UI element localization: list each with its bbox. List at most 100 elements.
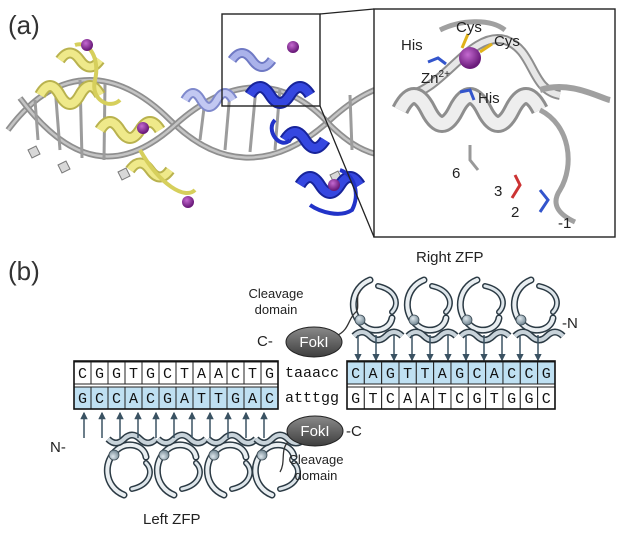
zinc-ion-5 [328,179,340,191]
bottom-left-base-base: C [146,391,155,408]
right-zfp-fingers [353,280,563,340]
foki-top-linker [335,291,361,337]
bottom-right-base-base: G [472,391,481,408]
panel-b-label: (b) [8,256,40,286]
dna-top-spacer: taaacc [285,365,339,382]
right-zfp-contact-arrows [354,335,542,362]
top-left-base-base: T [248,366,257,383]
inset-zinc-ion [459,47,481,69]
bottom-right-base-base: C [455,391,464,408]
foki-bottom-domain [286,415,344,447]
foki-top-domain [285,326,343,358]
inset-label-his-left: His [401,37,423,54]
top-right-base-base: A [438,366,447,383]
zinc-ion-4 [287,41,299,53]
top-left-base-base: G [95,366,104,383]
c-terminus-top: C- [257,333,273,350]
top-right-base-base: C [472,366,481,383]
bottom-right-base-base: G [351,391,360,408]
inset-label-zinc-charge: 2+ [439,69,451,80]
zinc-ion-3 [182,196,194,208]
bottom-right-base-base: A [420,391,429,408]
c-terminus-bottom: -C [346,423,362,440]
top-right-base-base: C [507,366,516,383]
bottom-right-base-base: G [524,391,533,408]
foki-bottom-linker [279,441,289,473]
top-right-base-base: G [455,366,464,383]
left-zfp-fingers [107,435,304,495]
bottom-right-base-base: T [490,391,499,408]
zinc-ion-1 [81,39,93,51]
light-blue-zinc-finger [180,48,277,112]
inset-label-cys-top: Cys [456,19,482,36]
top-left-base-base: G [265,366,274,383]
top-left-base-base: A [197,366,206,383]
top-left-base-base: C [231,366,240,383]
top-left-base-base: C [78,366,87,383]
n-terminus-top: -N [562,315,578,332]
dna-left-block-outline [73,360,279,410]
bottom-left-base-base: A [248,391,257,408]
blue-zinc-finger-protein [244,81,366,216]
bottom-left-base-base: G [231,391,240,408]
inset-label-position-6: 6 [452,165,460,182]
top-right-base-base: G [386,366,395,383]
top-left-base-base: C [163,366,172,383]
bottom-right-base-base: C [386,391,395,408]
left-zfp-label: Left ZFP [143,511,201,528]
bottom-left-base-base: G [163,391,172,408]
bottom-right-base-base: G [507,391,516,408]
right-zfp-label: Right ZFP [416,249,484,266]
top-right-base-base: C [351,366,360,383]
bottom-right-base-base: A [403,391,412,408]
cleavage-domain-bottom-line2: domain [295,468,338,483]
top-left-base-base: T [180,366,189,383]
left-zfp-contact-arrows [80,411,268,438]
bottom-left-base-base: A [129,391,138,408]
foki-bottom-label: FokI [300,423,329,440]
inset-label-zinc: Zn2+ [421,69,450,87]
top-left-base-base: A [214,366,223,383]
top-left-base-base: G [112,366,121,383]
bottom-left-base-base: C [265,391,274,408]
inset-label-cys-right: Cys [494,33,520,50]
bottom-left-base-base: G [78,391,87,408]
dna-bottom-spacer: atttgg [285,390,339,407]
top-right-base-base: C [524,366,533,383]
inset-label-position-minus-1: -1 [558,215,571,232]
top-right-base-base: A [368,366,377,383]
bottom-left-base-base: T [197,391,206,408]
zoom-box [221,13,321,107]
top-right-base-base: T [403,366,412,383]
bottom-left-base-base: A [180,391,189,408]
top-right-base-base: A [490,366,499,383]
cleavage-domain-top-line1: Cleavage [249,286,304,301]
top-right-base-base: G [542,366,551,383]
bottom-left-base-base: C [95,391,104,408]
yellow-zinc-finger-protein [34,42,197,196]
inset-label-position-3: 3 [494,183,502,200]
bottom-right-base-base: T [368,391,377,408]
top-right-base-base: T [420,366,429,383]
inset-label-position-2: 2 [511,204,519,221]
panel-a-label: (a) [8,10,40,40]
inset-protein-ribbon [391,19,611,225]
inset-side-chains [427,33,550,213]
inset-label-his-right: His [478,90,500,107]
foki-top-label: FokI [299,334,328,351]
bottom-right-base-base: T [438,391,447,408]
cleavage-domain-top-line2: domain [255,302,298,317]
zoom-line-bottom [319,105,375,238]
top-left-base-base: G [146,366,155,383]
dna-right-block-outline [346,360,556,410]
top-left-base-base: T [129,366,138,383]
zoom-line-top [319,8,375,15]
bottom-right-base-base: C [542,391,551,408]
zinc-ion-2 [137,122,149,134]
cleavage-domain-bottom-line1: Cleavage [289,452,344,467]
